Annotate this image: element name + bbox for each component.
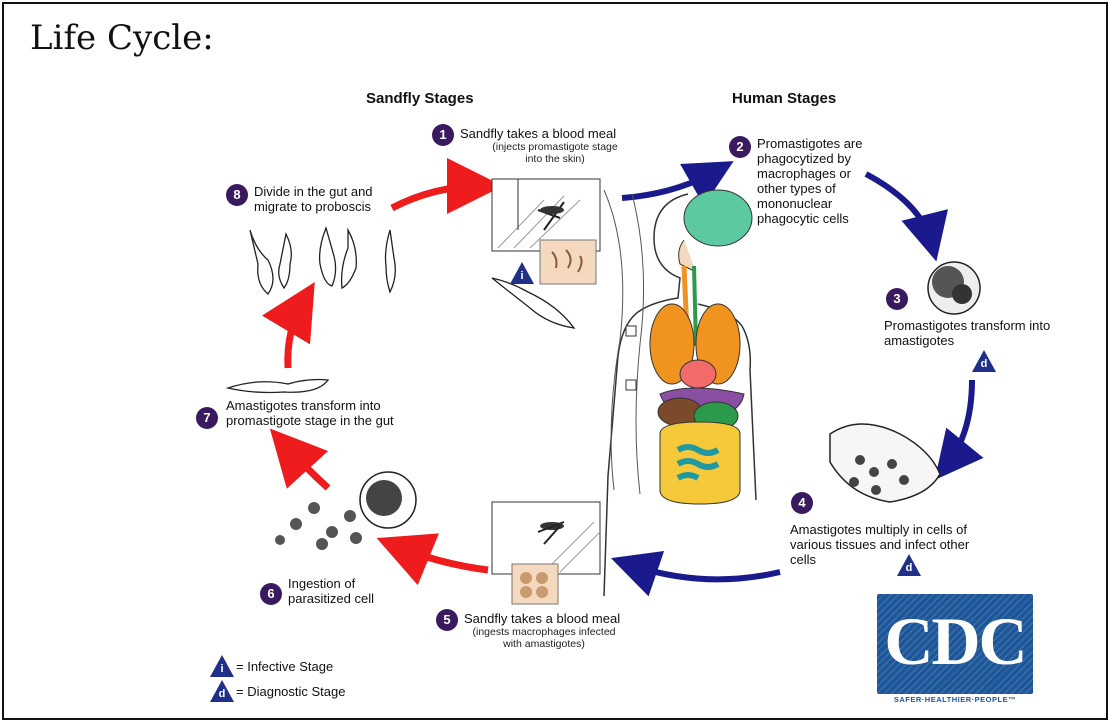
diagnostic-stage-marker-4: d — [897, 554, 921, 576]
sandfly-feeding-inset-bottom — [492, 502, 600, 604]
arrow-6-to-7 — [284, 444, 328, 488]
diagnostic-stage-marker-3: d — [972, 350, 996, 372]
step-5-label: Sandfly takes a blood meal (ingests macr… — [464, 611, 684, 650]
step-1-subtext: (injects promastigote stage into the ski… — [490, 141, 620, 165]
step-8-badge: 8 — [226, 184, 248, 206]
step-1-label: Sandfly takes a blood meal (injects prom… — [460, 126, 670, 165]
arrow-7-to-8 — [288, 300, 304, 368]
step-3-label: Promastigotes transform into amastigotes — [884, 318, 1064, 348]
promastigote-transforming — [228, 380, 328, 393]
human-body-illustration — [604, 190, 756, 596]
arrow-3-to-4 — [946, 380, 972, 466]
step-1-badge: 1 — [432, 124, 454, 146]
promastigotes-dividing — [250, 228, 395, 294]
step-4-badge: 4 — [791, 492, 813, 514]
cdc-logo-text: CDC — [877, 602, 1033, 681]
step-7-label: Amastigotes transform into promastigote … — [226, 398, 426, 428]
promastigote-injected — [492, 278, 574, 328]
step-4-label: Amastigotes multiply in cells of various… — [790, 522, 990, 567]
cdc-tagline: SAFER·HEALTHIER·PEOPLE™ — [877, 695, 1033, 704]
step-3-badge: 3 — [886, 288, 908, 310]
sandfly-feeding-inset-top — [492, 179, 600, 284]
parasitized-cell — [275, 472, 416, 550]
arrow-5-to-6 — [396, 546, 488, 570]
legend-infective-label: = Infective Stage — [236, 659, 333, 674]
amastigote-cell — [928, 262, 980, 314]
legend-diagnostic-icon: d — [210, 680, 234, 702]
step-6-label: Ingestion of parasitized cell — [288, 576, 398, 606]
arrow-8-to-1 — [392, 186, 482, 208]
step-7-badge: 7 — [196, 407, 218, 429]
step-6-badge: 6 — [260, 583, 282, 605]
step-2-label: Promastigotes are phagocytized by macrop… — [757, 136, 877, 226]
infected-macrophage — [830, 424, 940, 502]
step-2-badge: 2 — [729, 136, 751, 158]
legend-diagnostic-label: = Diagnostic Stage — [236, 684, 345, 699]
infective-stage-marker: i — [510, 262, 534, 284]
arrow-4-to-5 — [628, 564, 780, 579]
legend-infective-icon: i — [210, 655, 234, 677]
cdc-logo: CDC SAFER·HEALTHIER·PEOPLE™ — [877, 594, 1033, 714]
step-5-text: Sandfly takes a blood meal — [464, 611, 684, 626]
step-5-subtext: (ingests macrophages infected with amast… — [464, 626, 624, 650]
step-1-text: Sandfly takes a blood meal — [460, 126, 670, 141]
step-8-label: Divide in the gut and migrate to probosc… — [254, 184, 404, 214]
step-5-badge: 5 — [436, 609, 458, 631]
